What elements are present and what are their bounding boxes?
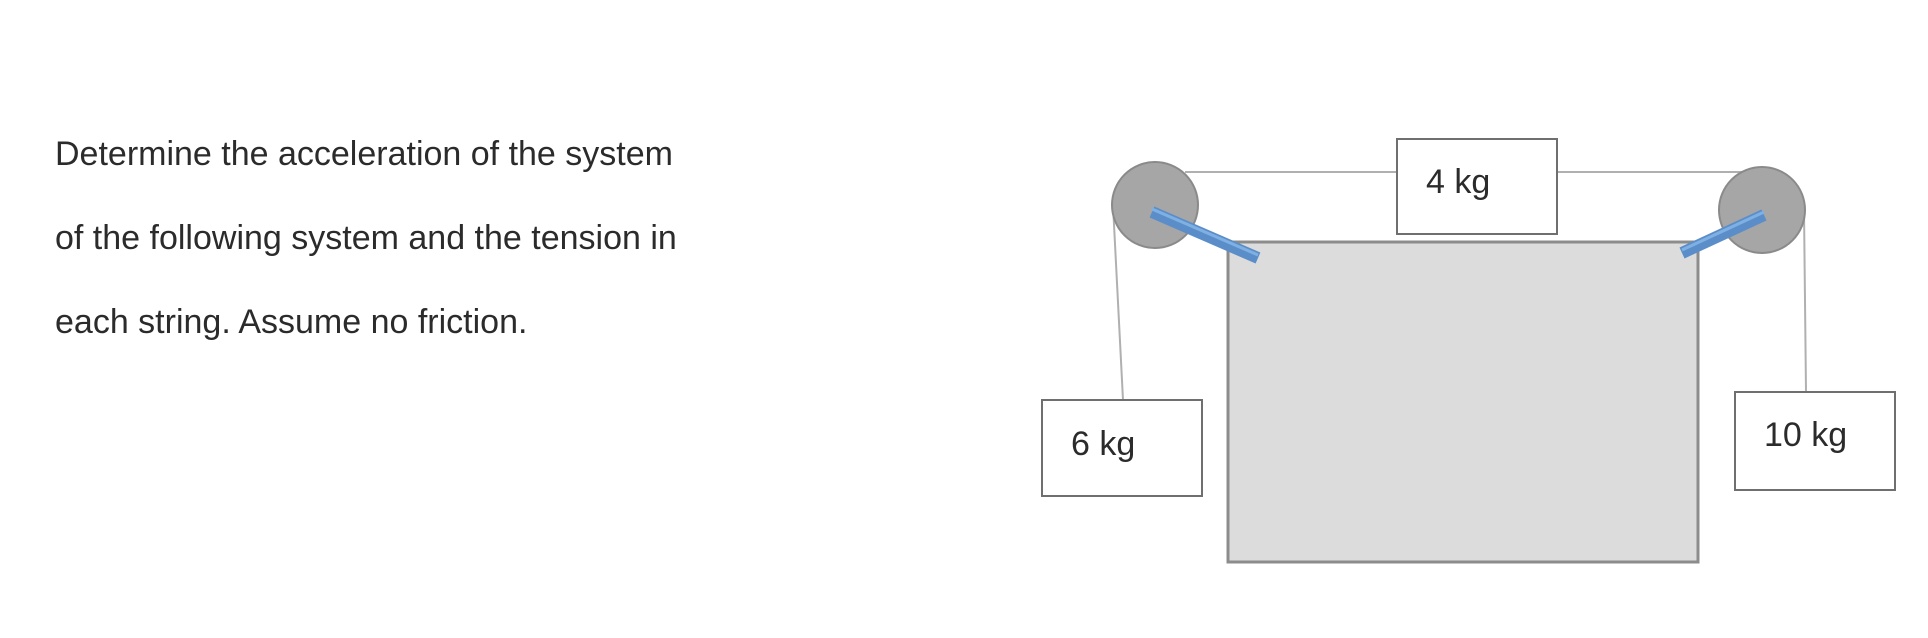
right-pulley xyxy=(1718,166,1806,254)
problem-line-3: each string. Assume no friction. xyxy=(55,303,528,341)
problem-line-2: of the following system and the tension … xyxy=(55,219,677,257)
right-pulley-clamp-highlight xyxy=(1681,210,1765,252)
mass-label-top: 4 kg xyxy=(1426,163,1490,201)
right-pulley-clamp xyxy=(1679,209,1767,259)
table xyxy=(1226,240,1700,564)
right-hanging-string xyxy=(1803,209,1807,393)
mass-label-left: 6 kg xyxy=(1071,425,1135,463)
problem-statement: Determine the acceleration of the system… xyxy=(55,112,815,364)
mass-box-top xyxy=(1396,138,1558,235)
mass-label-right: 10 kg xyxy=(1764,416,1847,454)
problem-line-1: Determine the acceleration of the system xyxy=(55,135,673,173)
left-pulley-clamp-highlight xyxy=(1151,207,1259,257)
left-pulley xyxy=(1111,161,1199,249)
mass-box-right xyxy=(1734,391,1896,491)
left-hanging-string xyxy=(1112,204,1124,401)
left-pulley-clamp xyxy=(1149,206,1261,264)
mass-box-left xyxy=(1041,399,1203,497)
